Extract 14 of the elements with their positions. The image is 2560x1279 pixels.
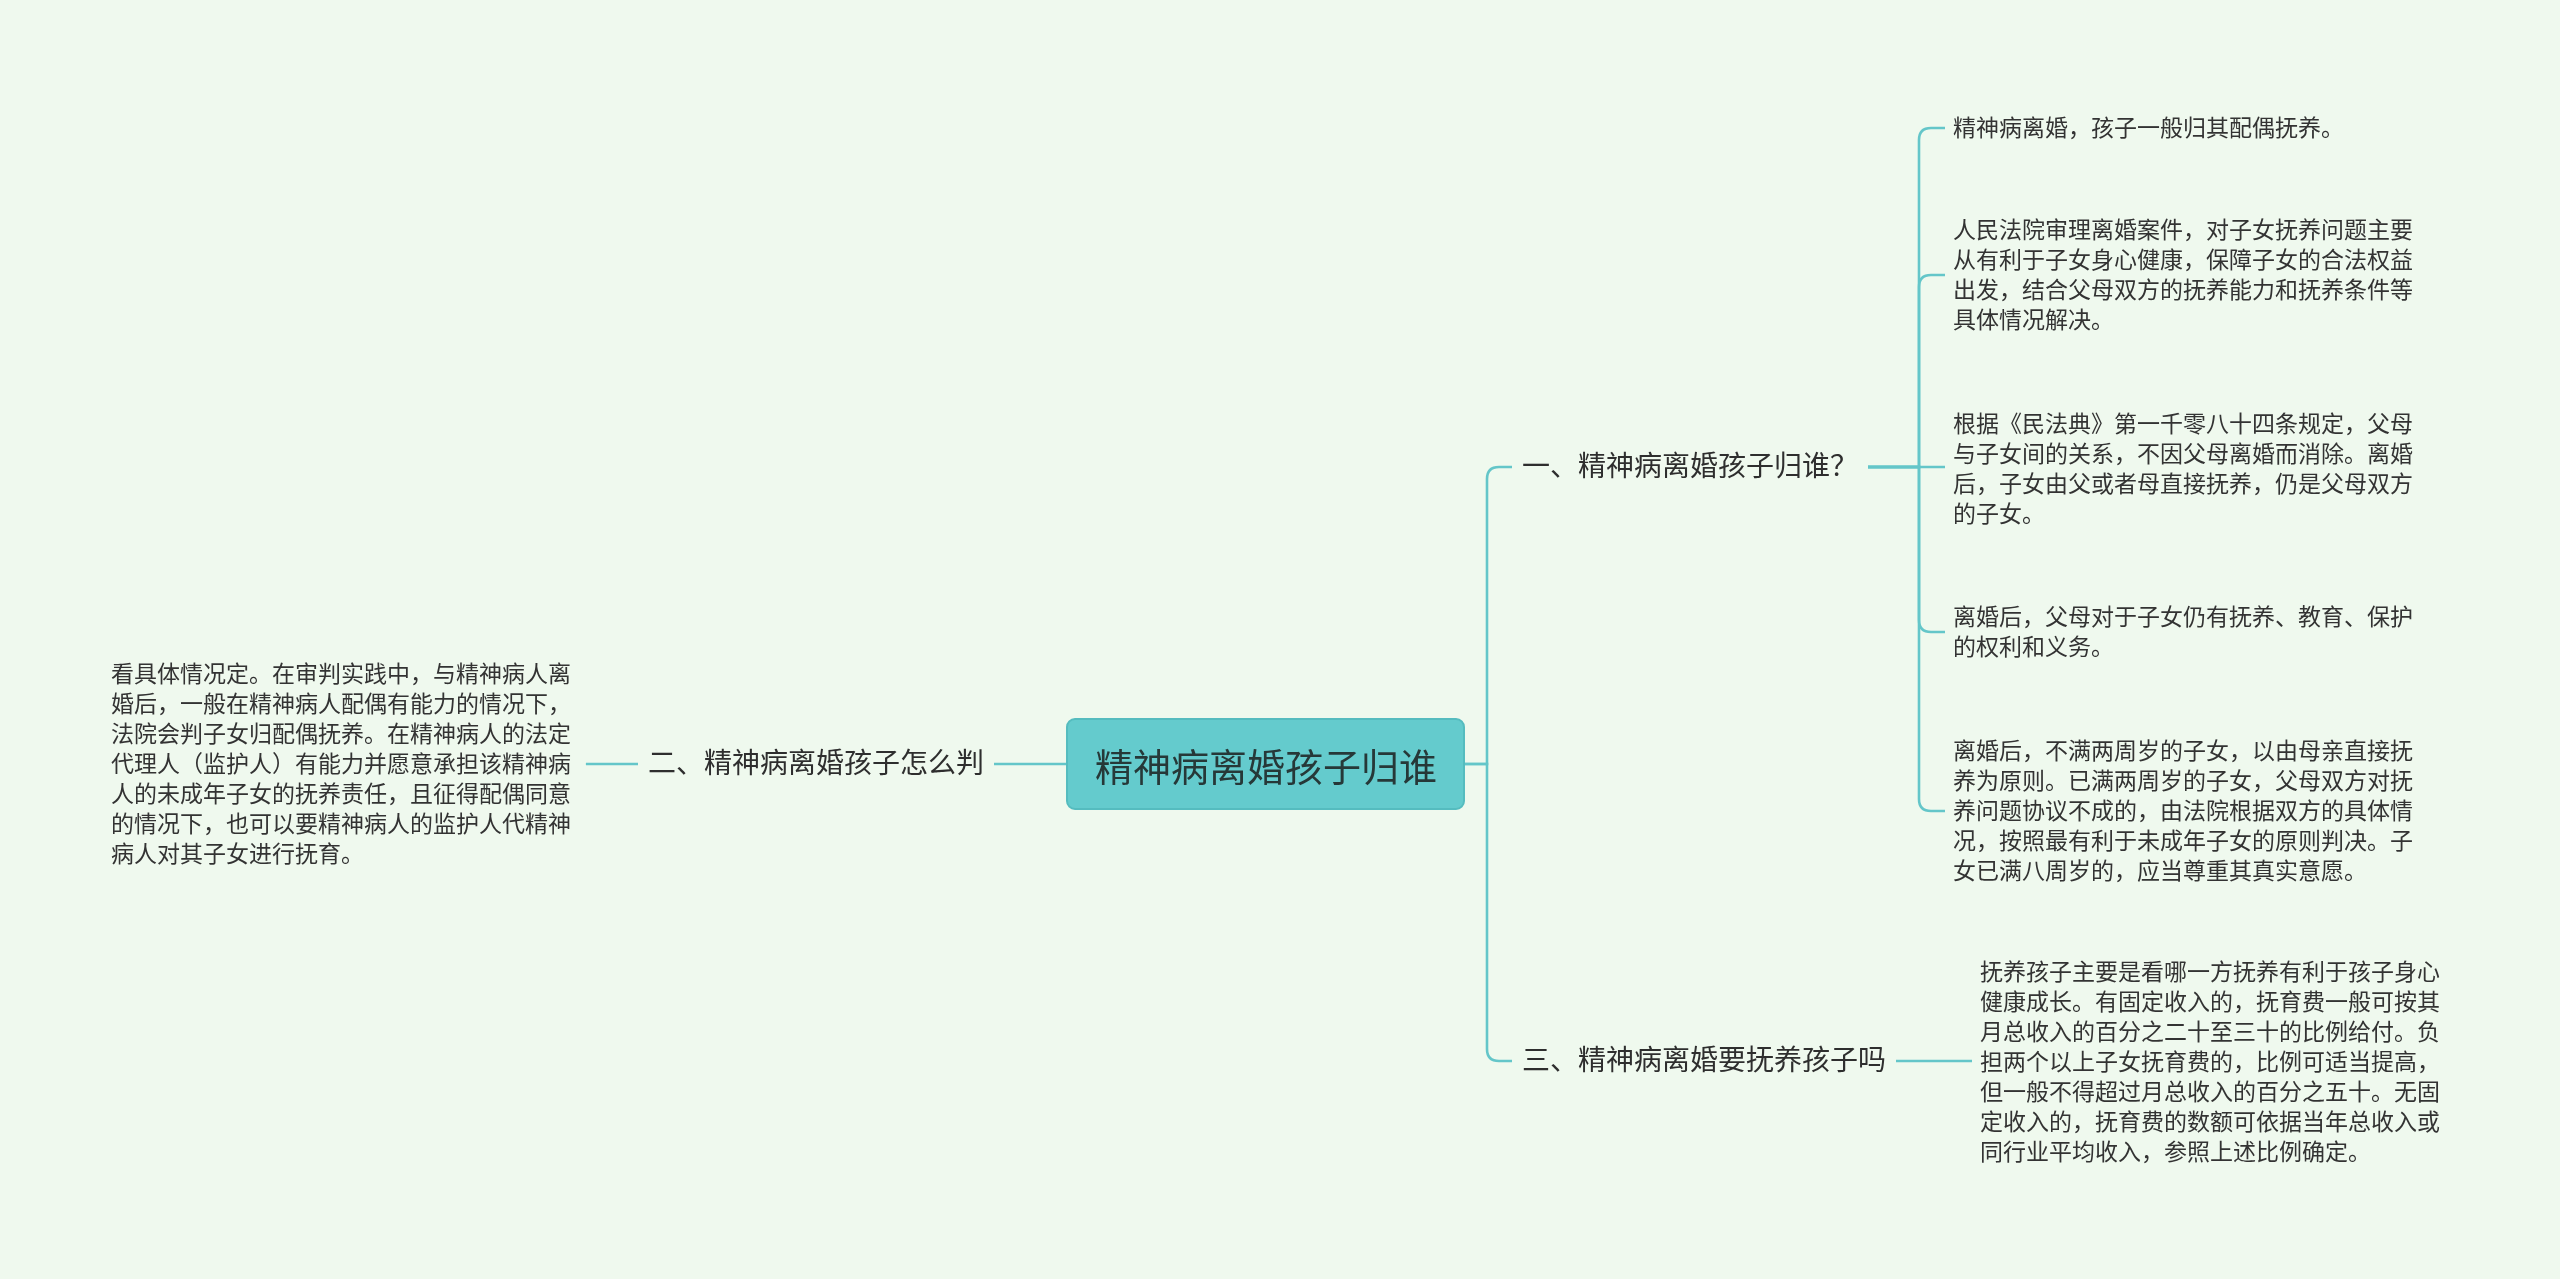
detail-text: 精神病离婚，孩子一般归其配偶抚养。 bbox=[1945, 113, 2428, 143]
connector-line bbox=[1896, 1059, 1972, 1063]
detail-text: 根据《民法典》第一千零八十四条规定，父母与子女间的关系，不因父母离婚而消除。离婚后，子女由父或者母直接抚养，仍是父母双方的子女。 bbox=[1945, 409, 2428, 529]
branch-topic: 二、精神病离婚孩子怎么判 bbox=[638, 744, 994, 784]
branch-topic: 三、精神病离婚要抚养孩子吗 bbox=[1512, 1041, 1896, 1081]
detail-text: 离婚后，父母对于子女仍有抚养、教育、保护的权利和义务。 bbox=[1945, 602, 2428, 662]
central-topic: 精神病离婚孩子归谁 bbox=[1066, 718, 1465, 810]
detail-text: 人民法院审理离婚案件，对子女抚养问题主要从有利于子女身心健康，保障子女的合法权益出发，结合父母双方的抚养能力和抚养条件等具体情况解决。 bbox=[1945, 215, 2428, 335]
connector-line bbox=[994, 762, 1066, 766]
branch-topic: 一、精神病离婚孩子归谁？ bbox=[1512, 447, 1868, 487]
detail-text: 抚养孩子主要是看哪一方抚养有利于孩子身心健康成长。有固定收入的，抚育费一般可按其月总收入的百分之二十至三十的比例给付。负担两个以上子女抚育费的，比例可适当提高，但一般不得超过月总收入的百分之五十。无固定收入的，抚育费的数额可依据当年总收入或同行业平均收入，参照上述比例确定。 bbox=[1972, 957, 2455, 1167]
connector-line bbox=[585, 762, 638, 766]
detail-text: 看具体情况定。在审判实践中，与精神病人离婚后，一般在精神病人配偶有能力的情况下，法院会判子女归配偶抚养。在精神病人的法定代理人（监护人）有能力并愿意承担该精神病人的未成年子女的抚养责任，且征得配偶同意的情况下，也可以要精神病人的监护人代精神病人对其子女进行抚育。 bbox=[103, 659, 586, 869]
detail-text: 离婚后，不满两周岁的子女，以由母亲直接抚养为原则。已满两周岁的子女，父母双方对抚养问题协议不成的，由法院根据双方的具体情况，按照最有利于未成年子女的原则判决。子女已满八周岁的，应当尊重其真实意愿。 bbox=[1945, 736, 2428, 886]
